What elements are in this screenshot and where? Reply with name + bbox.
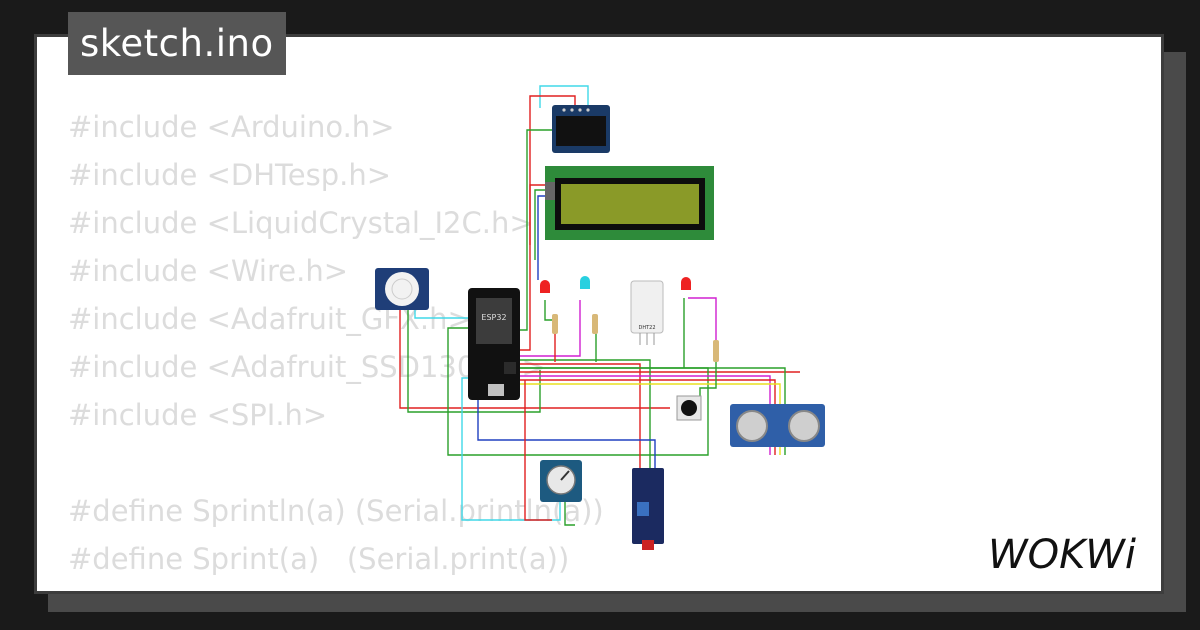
dht22-sensor: DHT22 [630,280,664,345]
dht22-label: DHT22 [638,325,655,331]
wire [407,310,541,413]
led-red-1 [540,280,550,293]
code-line: #define Sprint(a) (Serial.print(a)) [68,542,570,576]
wokwi-logo: WOKWi [988,532,1136,576]
wire [537,195,545,280]
wire [414,310,468,319]
code-line: #include <SPI.h> [68,398,328,432]
wire [544,300,555,321]
wire [534,189,545,260]
wire [399,310,670,409]
ultrasonic-sensor [730,404,825,447]
wire [524,380,552,521]
lcd-display [545,166,714,240]
potentiometer [540,460,582,502]
wire [477,378,656,468]
file-title-tag: sketch.ino [68,12,286,75]
code-listing: #include <Arduino.h> #include <DHTesp.h>… [68,103,604,583]
file-title: sketch.ino [80,22,274,65]
code-line: #include <LiquidCrystal_I2C.h> [68,206,534,240]
wires [399,85,800,526]
esp32-label: ESP32 [481,313,506,322]
wire [699,362,717,400]
code-line: #define Sprintln(a) (Serial.println(a)) [68,494,604,528]
logo-text: WOKWi [988,532,1136,576]
wire [520,300,581,357]
led-cyan [580,276,590,289]
wire [539,85,589,108]
wire [564,500,575,526]
push-button [676,395,702,421]
led-red-2 [681,277,691,290]
esp32-board: ESP32 [468,288,520,400]
wire [688,297,717,340]
wire [461,377,561,521]
light-sensor-module [632,468,664,550]
wire [520,363,641,468]
code-line: #include <Wire.h> [68,254,349,288]
resistor [552,314,558,334]
pir-sensor [375,268,429,310]
code-line: #include <DHTesp.h> [68,158,392,192]
code-line: #include <Arduino.h> [68,110,395,144]
wire [520,359,651,468]
wire [529,184,545,245]
oled-display [552,105,610,153]
code-line: #include <Adafruit_GFX.h> [68,302,472,336]
wire [520,95,576,351]
resistor [592,314,598,334]
resistor [713,340,719,362]
